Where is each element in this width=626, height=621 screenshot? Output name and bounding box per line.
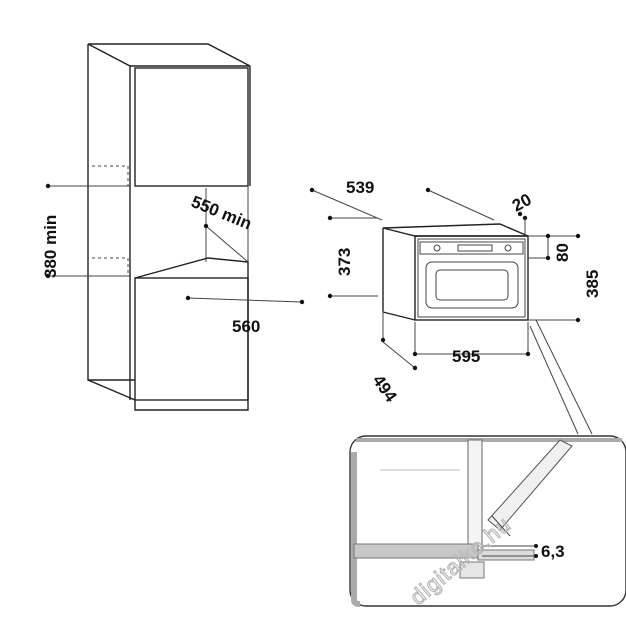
label-panel-offset: 20: [509, 190, 535, 216]
detail-inset: [349, 435, 626, 607]
label-niche-width: 560: [232, 317, 260, 336]
label-niche-depth: 550 min: [189, 192, 255, 233]
label-panel-height: 80: [553, 243, 572, 262]
label-depth: 539: [346, 178, 374, 197]
label-niche-height: 380 min: [41, 215, 60, 278]
label-total-height: 385: [583, 270, 602, 298]
label-body-depth: 494: [369, 371, 401, 406]
oven-drawing: [309, 187, 593, 435]
label-height: 373: [335, 248, 354, 276]
label-width: 595: [452, 347, 480, 366]
label-gap: 6,3: [541, 542, 565, 561]
cabinet-drawing: [45, 43, 305, 411]
